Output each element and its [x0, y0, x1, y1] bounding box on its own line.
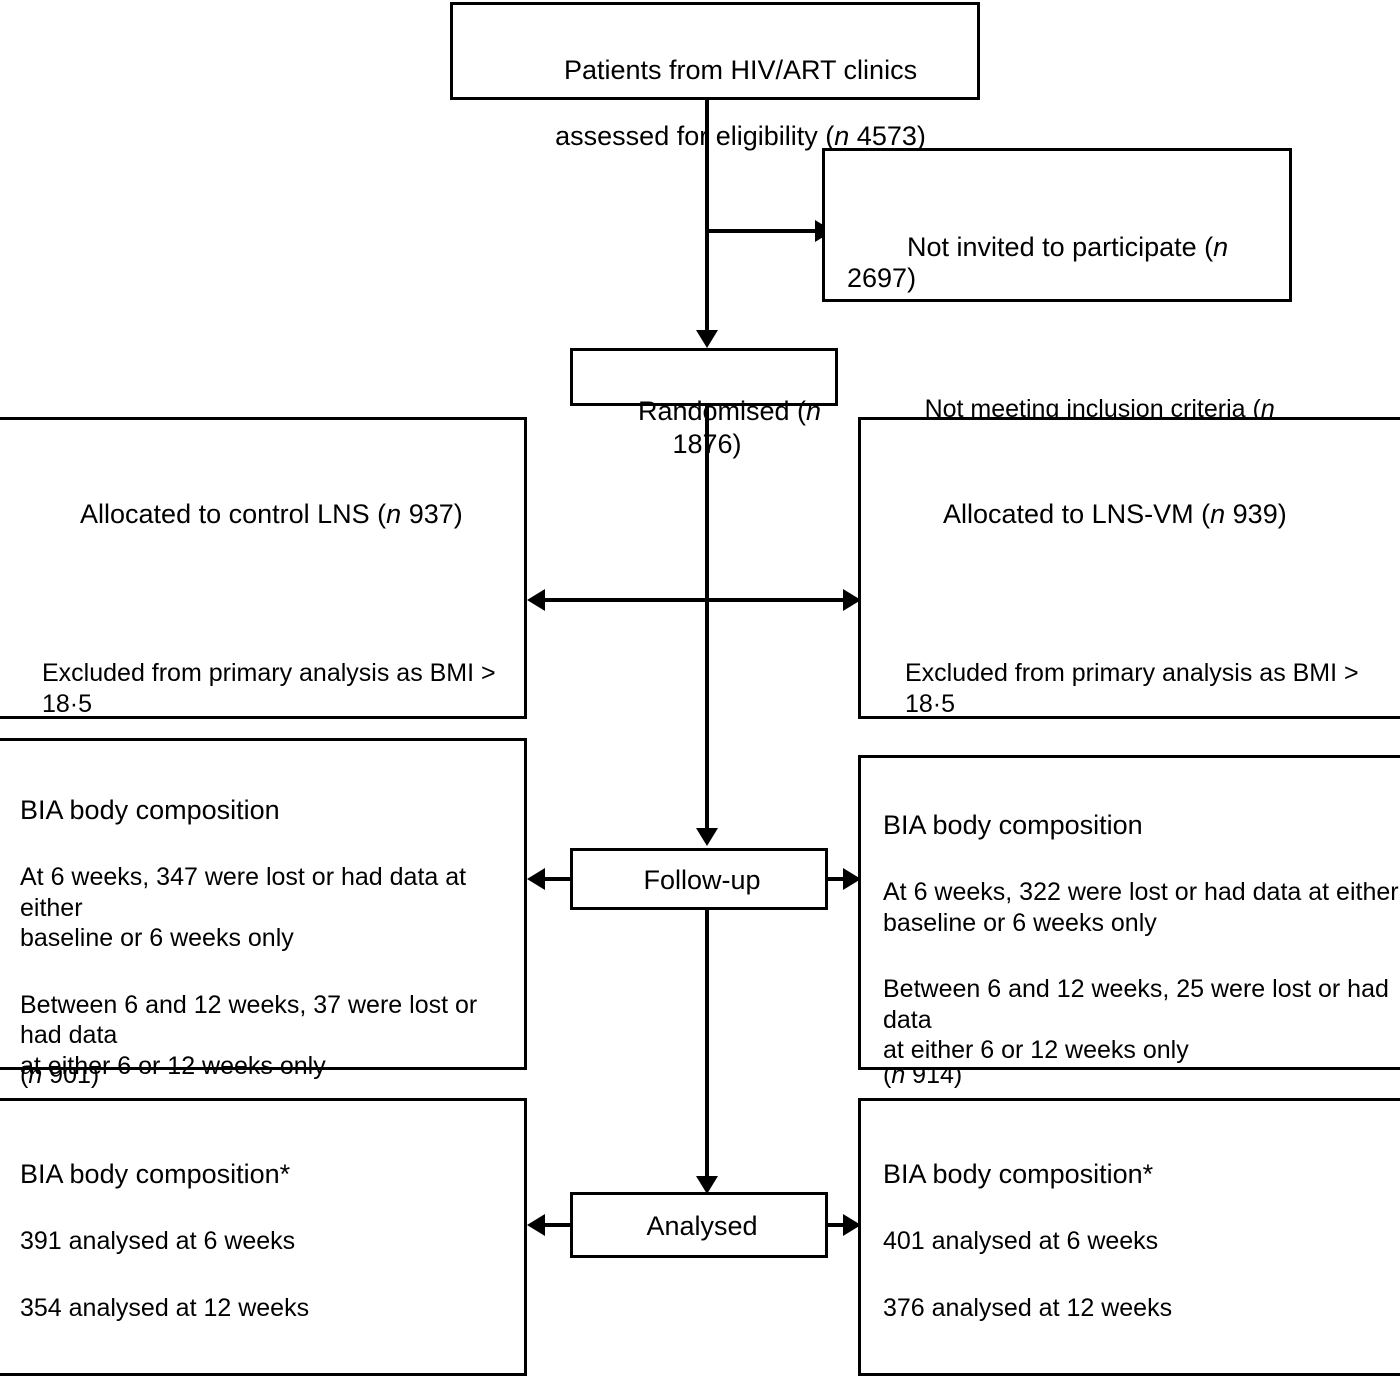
allocation-right-title-post: 939) — [1225, 499, 1287, 529]
enrolment-box: Patients from HIV/ART clinics assessed f… — [450, 2, 980, 151]
not-invited-item1-n: n — [1260, 394, 1275, 423]
enrolment-line2-n: n — [834, 121, 850, 151]
analysed-center-label: Analysed — [646, 1211, 758, 1241]
not-invited-title-pre: Not invited to participate ( — [907, 232, 1214, 262]
followup-center-label: Follow-up — [643, 865, 761, 895]
analysed-right-box: BIA body composition* 401 analysed at 6 … — [858, 1098, 1400, 1376]
arrow-into-followup-left — [527, 868, 545, 890]
connector-followup-to-analysed — [705, 910, 709, 1186]
followup-left-bia-6wk: At 6 weeks, 347 were lost or had data at… — [20, 863, 467, 952]
followup-right-box: BIA body composition At 6 weeks, 322 wer… — [858, 755, 1400, 1356]
followup-left-box: BIA body composition At 6 weeks, 347 wer… — [0, 738, 527, 1376]
randomised-label-n: n — [806, 396, 822, 426]
not-invited-title-post: 2697) — [847, 232, 1236, 293]
followup-center-box: Follow-up — [570, 848, 828, 910]
not-invited-title-n: n — [1213, 232, 1229, 262]
analysed-right-spacer — [883, 1359, 1399, 1376]
connector-enrolment-to-randomised — [705, 100, 709, 332]
allocation-right-title-pre: Allocated to LNS-VM ( — [943, 499, 1211, 529]
allocation-right-primary-pre: ( — [883, 1061, 892, 1089]
allocation-left-excluded-line1: Excluded from primary analysis as BMI > … — [42, 659, 503, 718]
analysed-left-bia-6wk: 391 analysed at 6 weeks — [20, 1227, 296, 1255]
arrow-into-analysed — [696, 1176, 718, 1194]
allocation-right-box: Allocated to LNS-VM (n 939) Excluded fro… — [858, 417, 1400, 1376]
allocation-right-excluded-line1: Excluded from primary analysis as BMI > … — [905, 659, 1366, 718]
analysed-right-heading-bia: BIA body composition* — [883, 1159, 1154, 1189]
allocation-left-title-n: n — [386, 499, 402, 529]
allocation-left-title-pre: Allocated to control LNS ( — [80, 499, 387, 529]
allocation-left-title-post: 937) — [401, 499, 463, 529]
randomised-label-post: 1876) — [672, 396, 829, 459]
arrow-into-followup — [696, 828, 718, 846]
enrolment-line1: Patients from HIV/ART clinics — [563, 55, 918, 85]
followup-right-heading-bia: BIA body composition — [883, 810, 1143, 840]
enrolment-line2-post: 4573) — [849, 121, 926, 151]
connector-randomised-to-followup — [705, 406, 709, 830]
followup-left-bia-12wk: Between 6 and 12 weeks, 37 were lost or … — [20, 990, 478, 1080]
allocation-left-box: Allocated to control LNS (n 937) Exclude… — [0, 417, 527, 1376]
enrolment-line2-pre: assessed for eligibility ( — [555, 121, 835, 151]
arrow-into-analysed-left — [527, 1214, 545, 1236]
followup-right-bia-6wk: At 6 weeks, 322 were lost or had data at… — [883, 878, 1399, 937]
connector-to-not-invited — [707, 229, 817, 233]
analysed-left-spacer — [20, 1359, 520, 1376]
analysed-left-box: BIA body composition* 391 analysed at 6 … — [0, 1098, 527, 1376]
analysed-right-bia-12wk: 376 analysed at 12 weeks — [883, 1293, 1173, 1322]
allocation-left-primary-pre: ( — [20, 1061, 29, 1089]
randomised-box: Randomised (n 1876) — [570, 348, 838, 459]
analysed-center-box: Analysed — [570, 1192, 828, 1258]
followup-left-heading-bia: BIA body composition — [20, 795, 280, 825]
analysed-left-bia-12wk: 354 analysed at 12 weeks — [20, 1293, 310, 1322]
arrow-into-allocation-left — [527, 589, 545, 611]
analysed-left-heading-bia: BIA body composition* — [20, 1159, 291, 1189]
allocation-right-title: Allocated to LNS-VM (n 939) — [883, 468, 1399, 561]
allocation-right-title-n: n — [1210, 499, 1226, 529]
arrow-into-followup-right — [843, 868, 861, 890]
allocation-left-title: Allocated to control LNS (n 937) — [20, 468, 520, 561]
followup-right-bia-12wk: Between 6 and 12 weeks, 25 were lost or … — [883, 975, 1389, 1064]
randomised-label-pre: Randomised ( — [637, 396, 807, 426]
arrow-into-analysed-right — [843, 1214, 861, 1236]
connector-allocation-row — [540, 598, 860, 602]
analysed-right-bia-6wk: 401 analysed at 6 weeks — [883, 1227, 1159, 1255]
not-invited-box: Not invited to participate (n 2697) Not … — [822, 148, 1292, 581]
arrow-into-randomised — [696, 330, 718, 348]
arrow-into-allocation-right — [843, 589, 861, 611]
